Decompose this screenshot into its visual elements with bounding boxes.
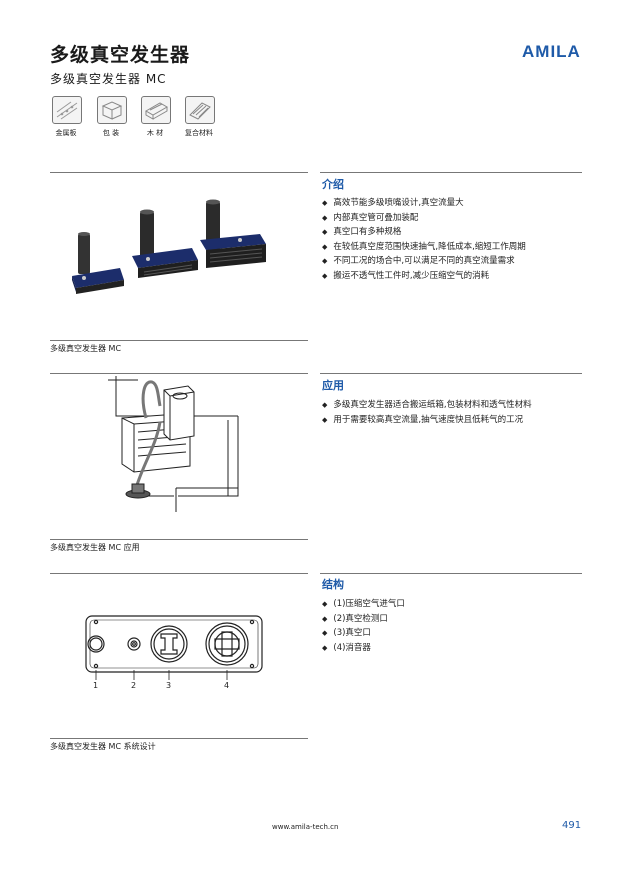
divider <box>320 373 582 374</box>
structure-diagram: 1 2 3 4 <box>84 612 264 692</box>
figure-caption: 多级真空发生器 MC 系统设计 <box>50 742 156 751</box>
list-item: 搬运不透气性工件时,减少压缩空气的消耗 <box>322 269 582 284</box>
material-metal-sheet: 金属板 <box>52 96 82 138</box>
diagram-label: 3 <box>166 681 172 690</box>
list-item: (2)真空检测口 <box>322 612 582 627</box>
metal-sheet-icon <box>52 96 82 124</box>
section-title-intro: 介绍 <box>322 178 344 191</box>
product-image <box>64 196 274 306</box>
divider <box>50 738 308 739</box>
figure-caption: 多级真空发生器 MC 应用 <box>50 543 140 552</box>
diagram-label: 2 <box>131 681 137 690</box>
divider <box>50 373 308 374</box>
composite-icon <box>185 96 215 124</box>
page-number: 491 <box>562 820 582 831</box>
material-label: 金属板 <box>55 129 77 137</box>
intro-bullet-list: 高效节能多级喷嘴设计,真空流量大 内部真空管可叠加装配 真空口有多种规格 在较低… <box>322 196 582 283</box>
list-item: 真空口有多种规格 <box>322 225 582 240</box>
material-label: 复合材料 <box>185 129 213 137</box>
list-item: 高效节能多级喷嘴设计,真空流量大 <box>322 196 582 211</box>
list-item: 在较低真空度范围快速抽气,降低成本,缩短工作周期 <box>322 240 582 255</box>
application-bullet-list: 多级真空发生器适合搬运纸箱,包装材料和透气性材料 用于需要较高真空流量,抽气速度… <box>322 398 582 427</box>
list-item: (3)真空口 <box>322 626 582 641</box>
diagram-label: 4 <box>224 681 230 690</box>
list-item: (1)压缩空气进气口 <box>322 597 582 612</box>
figure-caption: 多级真空发生器 MC <box>50 344 122 353</box>
structure-bullet-list: (1)压缩空气进气口 (2)真空检测口 (3)真空口 (4)消音器 <box>322 597 582 655</box>
page-title: 多级真空发生器 <box>50 44 191 66</box>
divider <box>320 172 582 173</box>
footer-url[interactable]: www.amila-tech.cn <box>272 823 339 831</box>
material-label: 包 装 <box>102 129 120 137</box>
page-subtitle: 多级真空发生器 MC <box>50 72 167 86</box>
wood-icon <box>141 96 171 124</box>
material-composite: 复合材料 <box>185 96 215 138</box>
divider <box>50 573 308 574</box>
divider <box>50 539 308 540</box>
package-icon <box>97 96 127 124</box>
application-illustration <box>78 376 248 512</box>
divider <box>50 340 308 341</box>
material-wood: 木 材 <box>141 96 171 138</box>
material-label: 木 材 <box>146 129 164 137</box>
list-item: (4)消音器 <box>322 641 582 656</box>
list-item: 内部真空管可叠加装配 <box>322 211 582 226</box>
divider <box>50 172 308 173</box>
divider <box>320 573 582 574</box>
section-title-application: 应用 <box>322 379 344 392</box>
diagram-label: 1 <box>93 681 99 690</box>
material-package: 包 装 <box>97 96 127 138</box>
list-item: 不同工况的场合中,可以满足不同的真空流量需求 <box>322 254 582 269</box>
brand-logo: AMILA <box>522 42 581 61</box>
list-item: 用于需要较高真空流量,抽气速度快且低耗气的工况 <box>322 413 582 428</box>
section-title-structure: 结构 <box>322 578 344 591</box>
list-item: 多级真空发生器适合搬运纸箱,包装材料和透气性材料 <box>322 398 582 413</box>
